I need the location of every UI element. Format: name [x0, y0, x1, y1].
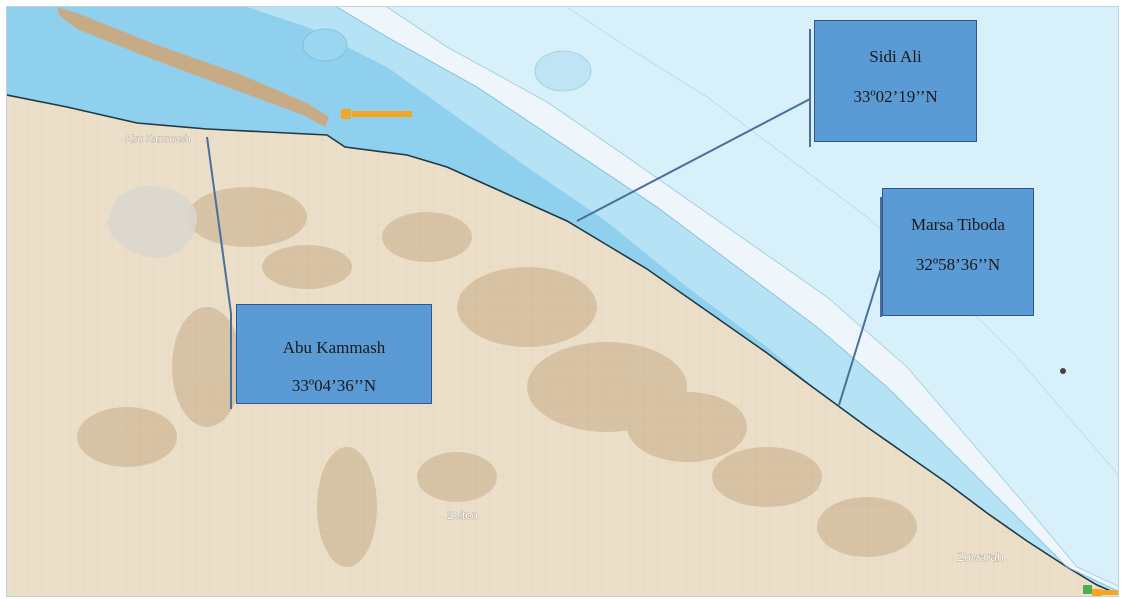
depth-contour: [566, 7, 1118, 476]
port-marker-icon: [341, 109, 351, 119]
callout-marsa-tiboda-latitude: 32º58’36’’N: [915, 255, 1001, 274]
port-marker-abu-kammash[interactable]: [341, 109, 412, 119]
port-marker-tag: [352, 111, 412, 117]
nautical-map[interactable]: Abu Kammash Zelten Zuwarah: [6, 6, 1119, 597]
place-label-abu-kammash: Abu Kammash: [125, 134, 191, 145]
depth-contour: [386, 7, 1118, 587]
peninsula-spit: [57, 7, 329, 127]
coastline: [7, 94, 1118, 596]
shoal: [302, 28, 348, 62]
port-marker-icon: [1092, 589, 1102, 596]
callout-abu-kammash-latitude: 33º04’36’’N: [291, 376, 377, 395]
salt-flat: [107, 185, 197, 258]
leader-line-marsa-tiboda: [838, 268, 882, 406]
map-canvas[interactable]: Abu Kammash Zelten Zuwarah: [7, 7, 1119, 597]
callout-leader-lines: [206, 29, 882, 409]
buoy-marker[interactable]: [1060, 368, 1066, 374]
port-marker-tag: [1102, 590, 1118, 595]
place-label-zelten: Zelten: [447, 510, 478, 522]
callout-sidi-ali[interactable]: Sidi Ali 33º02’19’’N: [814, 20, 977, 142]
callout-abu-kammash-name: Abu Kammash: [282, 338, 386, 357]
callout-marsa-tiboda[interactable]: Marsa Tiboda 32º58’36’’N: [882, 188, 1034, 316]
callout-sidi-ali-latitude: 33º02’19’’N: [853, 87, 938, 106]
port-marker-zuwarah[interactable]: [1083, 585, 1119, 597]
callout-sidi-ali-name: Sidi Ali: [869, 47, 922, 66]
shoal: [534, 50, 592, 92]
port-marker-icon: [1083, 585, 1092, 594]
depth-contour: [336, 7, 1118, 592]
callout-marsa-tiboda-name: Marsa Tiboda: [911, 215, 1005, 234]
leader-line-sidi-ali: [576, 98, 811, 222]
terrain-patches: [77, 187, 917, 567]
callout-abu-kammash[interactable]: Abu Kammash 33º04’36’’N: [236, 304, 432, 404]
leader-line-abu-kammash: [206, 136, 232, 314]
shallow-sea-band: [7, 7, 1118, 587]
place-label-zuwarah: Zuwarah: [957, 550, 1004, 564]
